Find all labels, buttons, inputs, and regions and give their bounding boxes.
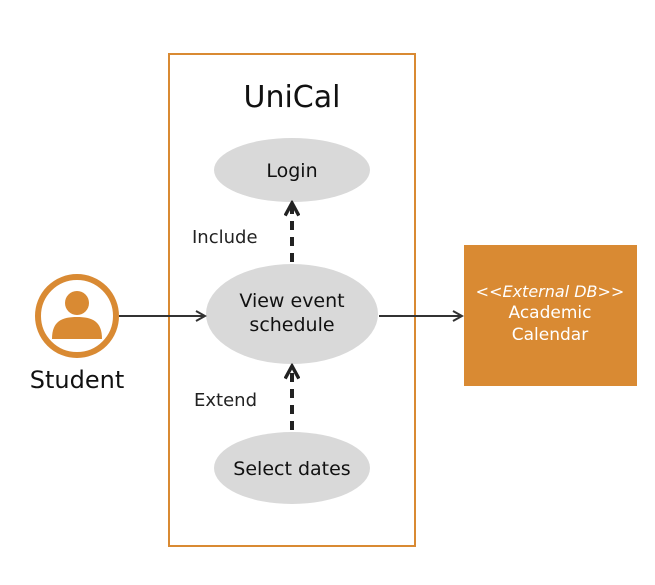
external-system-name-line2: Calendar [512,325,588,345]
external-system-academic-calendar: <<External DB>> Academic Calendar [464,245,637,386]
use-case-view-event-schedule-label-line2: schedule [249,314,334,336]
actor-student: Student [30,274,124,394]
use-case-select-dates-label: Select dates [233,458,350,480]
extend-label: Extend [194,390,257,411]
use-case-select-dates [214,432,370,504]
actor-ring [35,274,119,358]
external-system-name-line1: Academic [509,303,592,323]
include-label: Include [192,227,258,248]
actor-label: Student [30,366,124,394]
use-case-login-label: Login [266,160,317,182]
external-system-stereotype: <<External DB>> [476,282,625,301]
external-system-box [464,245,637,386]
use-case-login [214,138,370,202]
use-case-view-event-schedule-label-line1: View event [239,290,344,312]
system-boundary [168,53,416,547]
person-icon [52,291,102,339]
system-title: UniCal [244,80,341,115]
use-case-view-event-schedule [206,264,378,364]
